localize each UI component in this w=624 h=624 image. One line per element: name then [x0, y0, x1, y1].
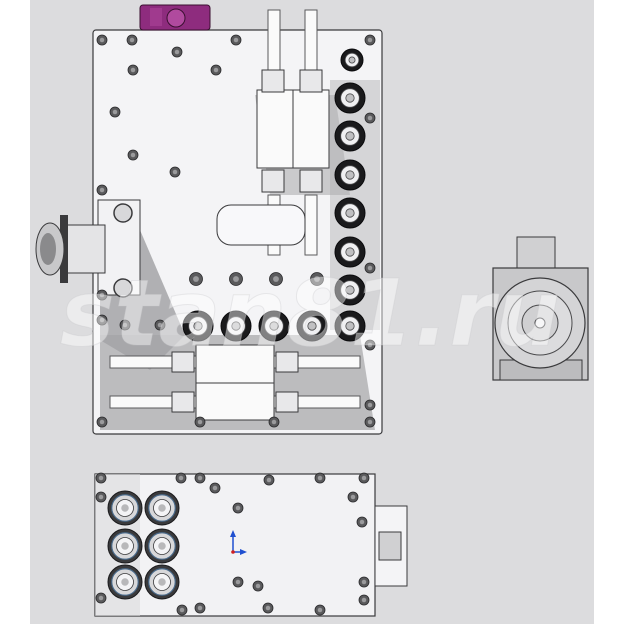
horizontal-roller-4: [296, 310, 328, 342]
plate-bolt-5: [364, 34, 376, 46]
top-plate-bolts: [95, 472, 370, 616]
plate-bolt-10: [169, 166, 181, 178]
top-bolt-1: [95, 472, 107, 484]
top-view-plate: [94, 472, 408, 617]
top-bolt-18: [262, 602, 274, 614]
top-bolt-6: [358, 472, 370, 484]
plate-bolt-17: [364, 262, 376, 274]
side-shaft-stub: [516, 236, 556, 274]
lower-clamp-2: [171, 391, 195, 413]
top-bolt-13: [358, 576, 370, 588]
plate-bolt-11: [96, 184, 108, 196]
horizontal-roller-2: [220, 310, 252, 342]
plate-bolt-3: [171, 46, 183, 58]
vertical-roller-4: [334, 197, 366, 229]
plate-bolt-16: [364, 112, 376, 124]
plate-bolt-15: [154, 319, 166, 331]
mid-bolt-1: [229, 272, 243, 286]
plate-bolt-18: [364, 339, 376, 351]
motor-body: [64, 224, 106, 274]
watermark-text: stan81.ru: [60, 260, 560, 367]
clamp-top-left: [261, 69, 285, 93]
plate-bolt-8: [109, 106, 121, 118]
bracket-bolt-top: [113, 203, 133, 223]
plate-bolt-2: [126, 34, 138, 46]
top-roller-5: [107, 564, 143, 600]
plate-bolt-7: [210, 64, 222, 76]
vertical-roller-3: [334, 159, 366, 191]
plate-bolt-19: [364, 399, 376, 411]
top-roller-4: [144, 528, 180, 564]
adjustment-slot: [216, 204, 306, 246]
top-roller-2: [144, 490, 180, 526]
clamp-bottom-right: [299, 169, 323, 193]
clamp-top-right: [299, 69, 323, 93]
plate-bolt-21: [194, 416, 206, 428]
top-bolt-2: [175, 472, 187, 484]
lower-clamp-1: [171, 351, 195, 373]
side-view-motor: [492, 236, 589, 381]
top-bolt-11: [356, 516, 368, 528]
coordinate-triad-icon: [230, 530, 247, 555]
horizontal-roller-1: [182, 310, 214, 342]
plate-bolt-6: [127, 64, 139, 76]
top-bracket-nut: [378, 531, 402, 561]
front-view-assembly: [35, 4, 383, 435]
connector-tab: [150, 8, 162, 26]
mid-bolt-4: [189, 272, 203, 286]
plate-bolt-23: [364, 416, 376, 428]
top-bolt-3: [194, 472, 206, 484]
vertical-roller-5: [334, 236, 366, 268]
top-roller-3: [107, 528, 143, 564]
plate-bolt-12: [96, 289, 108, 301]
mid-bolt-2: [269, 272, 283, 286]
side-shaft-center: [534, 317, 546, 329]
top-roller-1: [107, 490, 143, 526]
vertical-roller-7: [334, 310, 366, 342]
motor-shaft-end: [40, 233, 56, 265]
horizontal-roller-3: [258, 310, 290, 342]
plate-bolt-14: [119, 319, 131, 331]
top-bolt-14: [95, 592, 107, 604]
top-bolt-19: [314, 604, 326, 616]
top-bolt-20: [358, 594, 370, 606]
bracket-bolt-bottom: [113, 278, 133, 298]
lower-clamp-3: [275, 351, 299, 373]
vertical-roller-2: [334, 120, 366, 152]
clamp-bottom-left: [261, 169, 285, 193]
plate-bolt-9: [127, 149, 139, 161]
lower-clamp-4: [275, 391, 299, 413]
top-bolt-7: [95, 491, 107, 503]
guide-rod-right-lower: [304, 194, 318, 256]
top-bolt-5: [314, 472, 326, 484]
guide-rod-right: [304, 9, 318, 76]
plate-bolt-20: [96, 416, 108, 428]
guide-rod-left: [267, 9, 281, 76]
top-bolt-8: [209, 482, 221, 494]
plate-bolt-4: [230, 34, 242, 46]
top-bolt-15: [176, 604, 188, 616]
top-bolt-16: [194, 602, 206, 614]
connector-hub: [166, 8, 186, 28]
top-bolt-10: [232, 502, 244, 514]
top-roller-set: [107, 490, 180, 600]
top-roller-6: [144, 564, 180, 600]
straightening-rollers: [182, 48, 366, 342]
plate-bolt-22: [268, 416, 280, 428]
vertical-roller-1: [334, 82, 366, 114]
top-bolt-12: [232, 576, 244, 588]
plate-bolts: [96, 34, 376, 428]
mid-bolt-3: [310, 272, 324, 286]
top-bolt-4: [263, 474, 275, 486]
vertical-roller-6: [334, 274, 366, 306]
top-bolt-17: [252, 580, 264, 592]
plate-bolt-1: [96, 34, 108, 46]
plate-bolt-13: [96, 314, 108, 326]
guide-roller-top: [340, 48, 364, 72]
top-bolt-9: [347, 491, 359, 503]
